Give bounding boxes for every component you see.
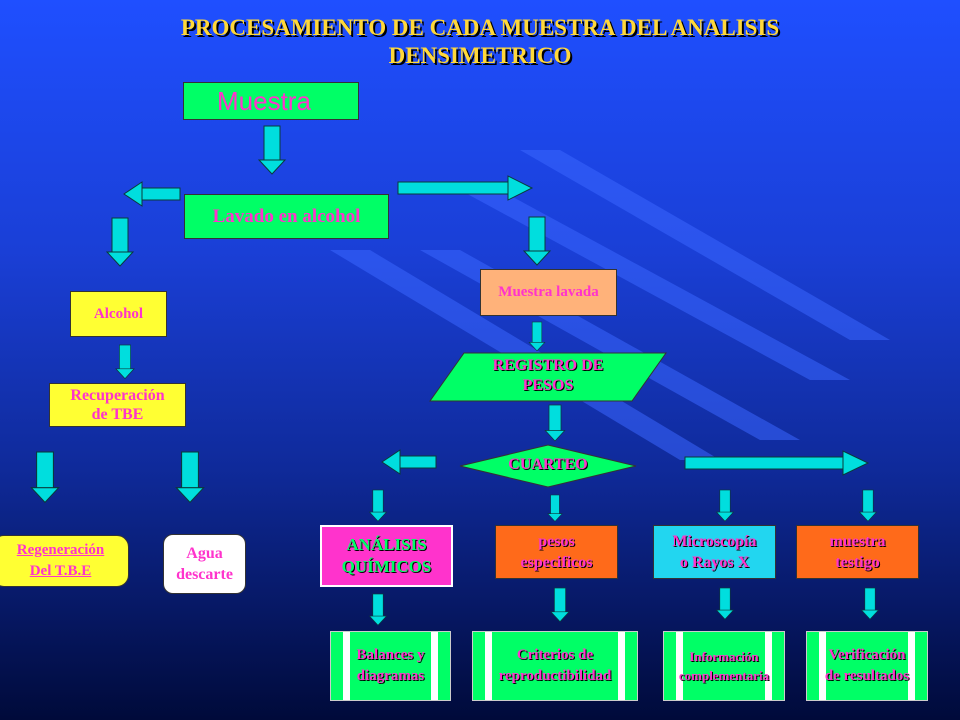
verificacion-line-1: Verificación: [828, 647, 906, 663]
agua-line-2: descarte: [176, 566, 233, 583]
stripe: [618, 632, 625, 700]
page-title: PROCESAMIENTO DE CADA MUESTRA DEL ANALIS…: [0, 14, 960, 70]
muestra-lavada-label: Muestra lavada: [498, 284, 599, 300]
pesos-line-1: pesos: [538, 533, 575, 550]
arrow-down-alcohol: [106, 217, 134, 267]
stripe: [765, 632, 772, 700]
microscopia-line-1: Microscopía: [672, 533, 757, 550]
stripe: [676, 632, 683, 700]
arrow-down-cuarteo: [544, 404, 566, 442]
informacion-line-2: complementaria: [678, 668, 770, 683]
stripe: [819, 632, 826, 700]
testigo-box: muestra testigo: [796, 525, 919, 579]
balances-line-2: diagramas: [356, 668, 425, 684]
arrow-down-micro: [716, 489, 734, 522]
arrow-down-balances: [369, 593, 387, 626]
microscopia-box: Microscopía o Rayos X: [653, 525, 776, 579]
criterios-line-1: Criterios de: [516, 647, 594, 663]
balances-line-1: Balances y: [356, 647, 425, 663]
title-line-1: PROCESAMIENTO DE CADA MUESTRA DEL ANALIS…: [180, 15, 780, 40]
cuarteo-shape: [459, 444, 637, 488]
arrow-down-agua: [175, 451, 205, 503]
recuperacion-box: Recuperación de TBE: [49, 383, 186, 427]
stripe: [485, 632, 492, 700]
arrow-down-verif: [861, 587, 879, 620]
recuperacion-line-2: de TBE: [91, 406, 144, 423]
analisis-line-1: ANÁLISIS: [346, 535, 427, 554]
arrow-down-lavada: [523, 216, 551, 266]
stripe: [343, 632, 350, 700]
stripe: [431, 632, 438, 700]
alcohol-label: Alcohol: [93, 305, 144, 322]
stripe: [908, 632, 915, 700]
arrow-left-lavado: [123, 181, 181, 207]
cuarteo-label-box: CUARTEO: [458, 452, 638, 478]
testigo-line-2: testigo: [835, 554, 880, 571]
pesos-line-2: especificos: [520, 554, 593, 571]
informacion-box: Información complementaria: [663, 631, 785, 701]
analisis-line-2: QUÍMICOS: [341, 557, 432, 576]
agua-box: Agua descarte: [163, 534, 246, 594]
lavado-box: Lavado en alcohol: [184, 194, 389, 239]
analisis-box: ANÁLISIS QUÍMICOS: [320, 525, 453, 587]
arrow-down-recup: [115, 344, 135, 379]
muestra-box: Muestra: [183, 82, 359, 120]
recuperacion-line-1: Recuperación: [70, 387, 165, 404]
arrow-down-muestra: [258, 125, 286, 175]
verificacion-box: Verificación de resultados: [806, 631, 928, 701]
registro-line-2: PESOS: [522, 377, 574, 394]
microscopia-line-2: o Rayos X: [679, 554, 750, 571]
regeneracion-box: Regeneración Del T.B.E: [0, 535, 129, 587]
balances-box: Balances y diagramas: [330, 631, 451, 701]
testigo-line-1: muestra: [829, 533, 886, 550]
criterios-line-2: reproductibilidad: [498, 668, 612, 684]
agua-line-1: Agua: [186, 545, 223, 562]
arrow-right-lavado: [397, 175, 534, 201]
arrow-down-analisis: [369, 489, 387, 522]
arrow-down-testigo: [859, 489, 877, 522]
muestra-label: Muestra: [217, 85, 311, 116]
arrow-down-regen: [30, 451, 60, 503]
informacion-line-1: Información: [689, 649, 759, 664]
cuarteo-label: CUARTEO: [508, 456, 588, 473]
criterios-box: Criterios de reproductibilidad: [472, 631, 638, 701]
muestra-lavada-box: Muestra lavada: [480, 269, 617, 316]
arrow-right-cuarteo: [684, 450, 870, 476]
regeneracion-line-2: Del T.B.E: [29, 563, 92, 579]
arrow-left-cuarteo: [381, 449, 437, 475]
regeneracion-line-1: Regeneración: [16, 542, 105, 558]
arrow-down-criterios: [550, 587, 570, 622]
arrow-down-info: [716, 587, 734, 620]
verificacion-line-2: de resultados: [824, 668, 910, 684]
registro-shape: [429, 352, 667, 402]
lavado-label: Lavado en alcohol: [212, 205, 361, 227]
alcohol-box: Alcohol: [70, 291, 167, 337]
registro-line-1: REGISTRO DE: [492, 357, 604, 374]
registro-label: REGISTRO DE PESOS: [450, 354, 646, 398]
pesos-box: pesos especificos: [495, 525, 618, 579]
title-line-2: DENSIMETRICO: [388, 43, 572, 68]
arrow-down-registro: [528, 321, 546, 352]
arrow-down-pesos: [547, 494, 563, 522]
